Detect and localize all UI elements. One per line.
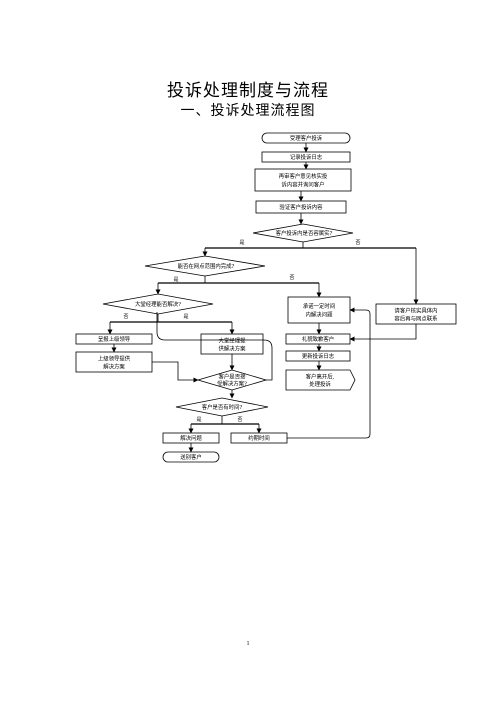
node-decide-manager-label: 大堂经理能否解决? — [135, 300, 181, 308]
node-decide-time-label: 客户是否有时间? — [202, 403, 243, 411]
node-decide-manager — [102, 293, 214, 315]
edge-leader-satisfied — [152, 361, 199, 383]
edge-label-network-yes: 是 — [173, 277, 178, 283]
node-explain-label-2: 容后再与网点联系 — [394, 315, 438, 323]
node-decide-satisfied-label-2: 受解决方案? — [217, 380, 247, 388]
node-send-off-label: 送别客户 — [180, 453, 202, 461]
node-decide-scope — [252, 223, 354, 243]
node-explain-label-1: 请客户核实具体内 — [394, 307, 437, 315]
node-decide-network — [144, 255, 266, 277]
node-manager-solution-label-1: 大堂经理提 — [219, 337, 247, 345]
node-apologize-label: 礼貌致歉客户 — [302, 335, 334, 343]
edge-satisfied-no-loop — [156, 312, 273, 381]
node-report-label: 呈报上级领导 — [98, 335, 131, 343]
page-subtitle: 一、投诉处理流程图 — [180, 103, 316, 119]
node-callback-label: 约期时间 — [248, 434, 270, 442]
node-leave — [285, 369, 356, 391]
page-title: 投诉处理制度与流程 — [167, 81, 329, 101]
edge-label-time-no: 否 — [237, 417, 242, 423]
edge-label-manager-yes: 是 — [183, 314, 188, 320]
edge-label-scope-no: 否 — [355, 240, 360, 246]
page-number: 1 — [246, 641, 250, 647]
node-decide-time — [175, 397, 269, 417]
node-review-label-2: 诉内容并询问客户 — [281, 181, 324, 189]
node-decide-satisfied-label-1: 客户是否接 — [219, 373, 247, 381]
edge-callback-loop — [287, 307, 371, 439]
node-leader-label-1: 上级领导提供 — [98, 355, 131, 363]
node-leader-label-2: 解决方案 — [103, 363, 125, 371]
node-resolve-label: 解决问题 — [180, 434, 202, 442]
node-review — [254, 168, 352, 192]
node-update-log-label: 更新投诉日志 — [302, 352, 335, 360]
edge-label-network-no: 否 — [289, 275, 294, 281]
node-verify-label: 验证客户投诉内容 — [279, 203, 323, 211]
edge-label-scope-yes: 是 — [239, 240, 244, 246]
node-decide-network-label: 能否在网点范围内完成? — [178, 262, 235, 270]
node-leave-label-2: 处理投诉 — [309, 380, 331, 388]
edge-label-time-yes: 是 — [196, 417, 201, 423]
node-log-label: 记录投诉日志 — [290, 153, 323, 161]
node-review-label-1: 再审客户意见核实投 — [279, 172, 328, 180]
node-manager-solution-label-2: 供解决方案 — [219, 345, 247, 353]
node-promise-label-2: 内解决问题 — [306, 311, 334, 319]
edge-explain-apologize — [349, 324, 417, 342]
node-decide-scope-label: 客户投诉内是否容属实? — [276, 229, 333, 237]
node-promise-label-1: 承诺一定时间 — [303, 302, 335, 310]
node-promise — [287, 296, 351, 324]
node-accept-label: 受理客户投诉 — [290, 134, 323, 142]
edge-label-manager-no: 否 — [123, 314, 128, 320]
node-leave-label-1: 客户离开后, — [306, 373, 335, 381]
